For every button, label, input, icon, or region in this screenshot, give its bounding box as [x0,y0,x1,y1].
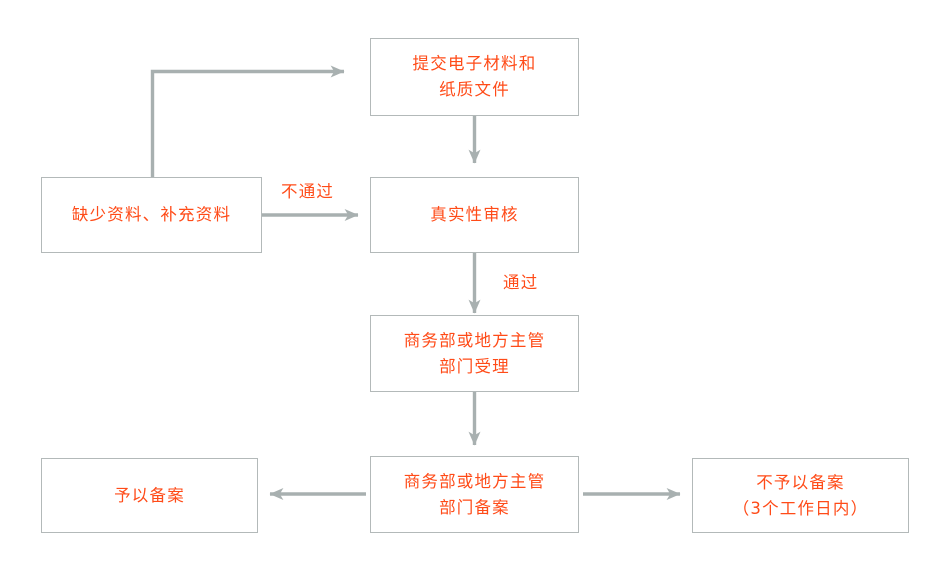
node-supplement-materials[interactable]: 缺少资料、补充资料 [41,177,262,253]
edge-supplement-to-submit [150,65,345,177]
edge-label-pass: 通过 [503,273,539,292]
edge-label-fail: 不通过 [281,182,335,201]
node-rejected-record[interactable]: 不予以备案 （3个工作日内） [692,458,909,533]
node-approved-record[interactable]: 予以备案 [41,458,258,533]
node-submit-materials[interactable]: 提交电子材料和 纸质文件 [370,38,579,116]
node-record-by-authority[interactable]: 商务部或地方主管 部门备案 [370,456,579,533]
node-accept-by-authority[interactable]: 商务部或地方主管 部门受理 [370,315,579,392]
node-authenticity-review[interactable]: 真实性审核 [370,177,579,253]
